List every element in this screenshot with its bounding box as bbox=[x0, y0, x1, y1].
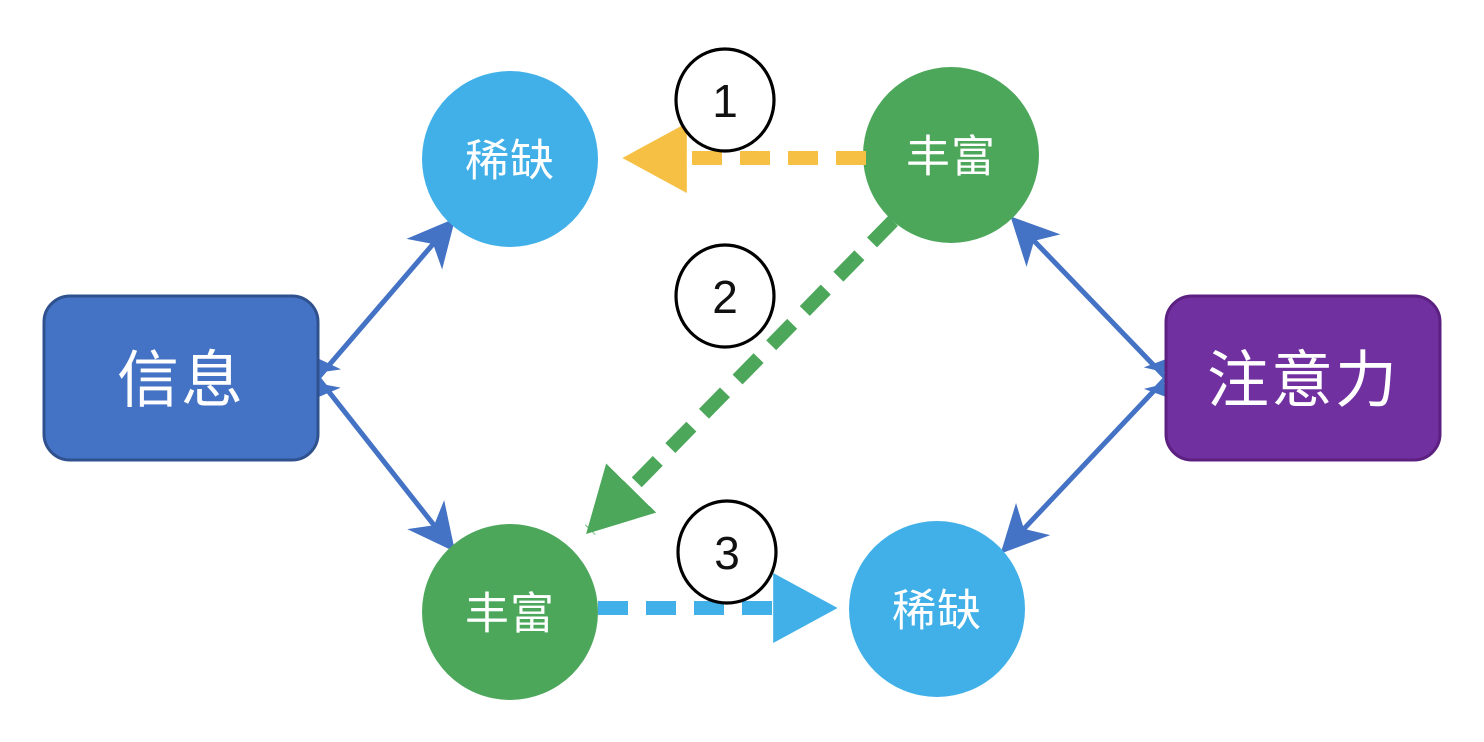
circle-attention-abundant-label: 丰富 bbox=[465, 590, 555, 639]
node-attention-scarce[interactable]: 稀缺 bbox=[849, 521, 1025, 697]
step-marker-2[interactable]: 2 bbox=[674, 243, 776, 349]
connector-info-to-abundant bbox=[293, 346, 456, 552]
circle-attention-scarce-label: 稀缺 bbox=[892, 587, 982, 636]
step-marker-2-circle bbox=[674, 243, 776, 349]
step-marker-1-label: 1 bbox=[712, 75, 738, 127]
step-marker-3-label: 3 bbox=[714, 527, 740, 579]
circle-attention-scarce-shape bbox=[849, 521, 1025, 697]
connector-attention-to-abundant bbox=[1010, 216, 1194, 407]
circle-info-scarce-shape bbox=[422, 71, 598, 247]
circle-info-scarce-label: 稀缺 bbox=[465, 137, 555, 186]
node-attention-abundant[interactable]: 丰富 bbox=[422, 524, 598, 700]
circle-attention-abundant-shape bbox=[422, 524, 598, 700]
step-marker-2-label: 2 bbox=[712, 271, 738, 323]
node-info-abundant[interactable]: 丰富 bbox=[863, 67, 1039, 243]
step-marker-3-circle bbox=[676, 499, 778, 605]
arrow-info-abundant-to-attention-abundant bbox=[585, 216, 898, 535]
connector-info-to-scarce bbox=[291, 218, 456, 409]
circle-info-abundant-label: 丰富 bbox=[906, 133, 996, 182]
node-information[interactable]: 信息 bbox=[42, 294, 320, 462]
step-marker-1[interactable]: 1 bbox=[674, 47, 776, 153]
information-box-shape bbox=[42, 294, 320, 462]
connector-layer bbox=[291, 216, 1194, 554]
connector-attention-to-scarce bbox=[1000, 348, 1194, 554]
information-box-label: 信息 bbox=[117, 347, 245, 416]
attention-box-shape bbox=[1164, 294, 1442, 462]
step-marker-1-circle bbox=[674, 47, 776, 153]
circle-info-abundant-shape bbox=[863, 67, 1039, 243]
node-attention[interactable]: 注意力 bbox=[1164, 294, 1442, 462]
node-info-scarce[interactable]: 稀缺 bbox=[422, 71, 598, 247]
attention-box-label: 注意力 bbox=[1207, 347, 1399, 416]
step-marker-3[interactable]: 3 bbox=[676, 499, 778, 605]
flow-arrow-2-group bbox=[585, 216, 898, 535]
